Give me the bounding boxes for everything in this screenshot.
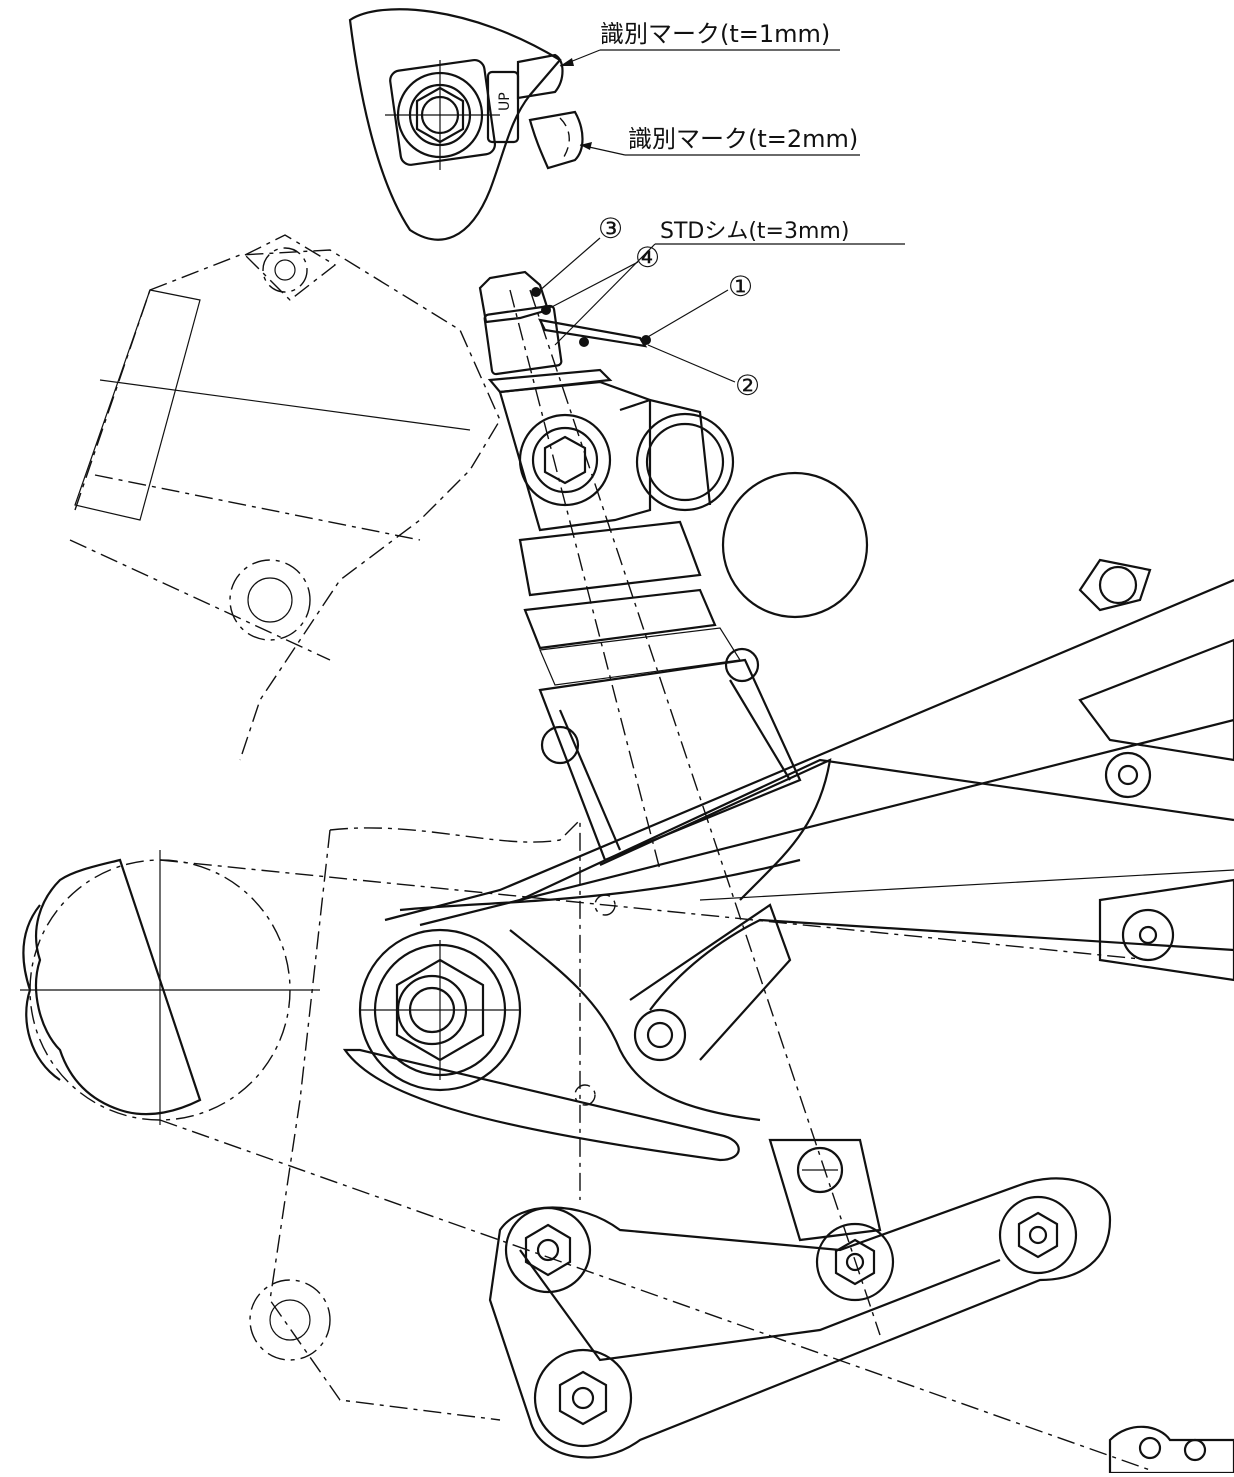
drive-sprocket bbox=[20, 850, 1151, 1471]
drive-chain bbox=[1108, 1425, 1234, 1475]
callout-2: ② bbox=[735, 369, 760, 402]
rear-shock-absorber bbox=[478, 270, 881, 1336]
callout-1: ① bbox=[728, 270, 753, 303]
label-mark-1mm: 識別マーク(t=1mm) bbox=[600, 20, 830, 48]
label-std-shim: STDシム(t=3mm) bbox=[660, 219, 849, 244]
up-mark-text: UP bbox=[497, 92, 513, 111]
pivot-and-chain-guide bbox=[342, 858, 801, 1162]
swingarm bbox=[384, 558, 1234, 1011]
frame-phantom bbox=[69, 234, 501, 761]
linkage-assembly bbox=[488, 1138, 1112, 1459]
label-mark-2mm: 識別マーク(t=2mm) bbox=[628, 125, 858, 153]
callout-3: ③ bbox=[598, 212, 623, 245]
detail-inset: UP bbox=[348, 8, 860, 241]
callout-4: ④ bbox=[635, 241, 660, 274]
lower-frame-phantom bbox=[249, 818, 616, 1421]
